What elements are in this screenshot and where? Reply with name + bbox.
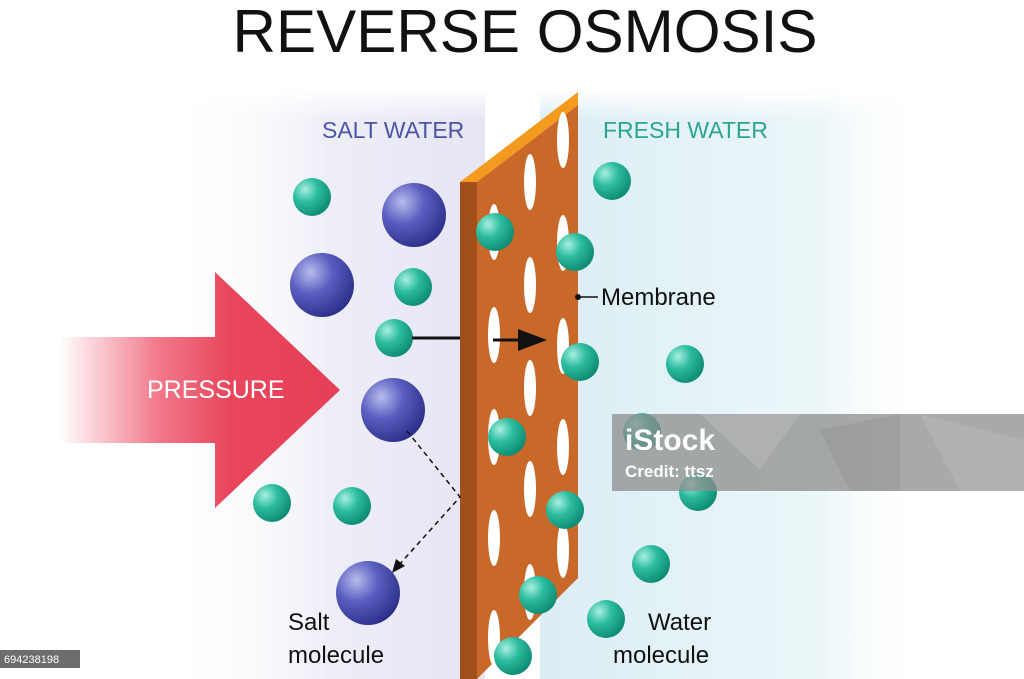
membrane-pore [557, 419, 569, 475]
watermark-banner [612, 414, 1024, 491]
image-id-tag [0, 650, 80, 668]
water-molecule [593, 162, 631, 200]
membrane-pointer [575, 294, 598, 300]
water-molecule [253, 484, 291, 522]
watermark-credit: Credit: ttsz [625, 462, 714, 481]
water-molecule [476, 213, 514, 251]
membrane-pore [524, 257, 536, 313]
water-molecule [394, 268, 432, 306]
water-molecule [375, 319, 413, 357]
salt-molecule [361, 378, 425, 442]
page-title: REVERSE OSMOSIS [233, 0, 818, 65]
membrane [460, 92, 578, 679]
water-molecule-label-line1: Water [648, 609, 711, 636]
membrane-label: Membrane [601, 284, 716, 311]
water-molecule [494, 637, 532, 675]
water-molecule [561, 343, 599, 381]
salt-molecule [290, 253, 354, 317]
water-molecule [556, 233, 594, 271]
pressure-arrow [60, 272, 340, 508]
image-id-text: 694238198 [4, 654, 59, 666]
membrane-pore [488, 307, 500, 363]
water-molecule [488, 418, 526, 456]
salt-water-label: SALT WATER [322, 117, 464, 143]
salt-molecule-label-line2: molecule [288, 642, 384, 669]
membrane-pore [557, 112, 569, 168]
membrane-pore [524, 360, 536, 416]
pressure-label: PRESSURE [147, 376, 285, 404]
salt-deflection-arrow [392, 430, 461, 573]
watermark-brand: iStock [625, 424, 715, 457]
water-pass-arrow [412, 329, 547, 351]
salt-molecule [336, 561, 400, 625]
water-molecule-label-line2: molecule [613, 642, 709, 669]
watermark: iStock Credit: ttsz [612, 414, 1024, 491]
membrane-top-edge [460, 92, 578, 182]
fresh-water-label: FRESH WATER [603, 117, 768, 143]
water-molecule [293, 178, 331, 216]
membrane-pore [524, 461, 536, 517]
salt-molecule [382, 183, 446, 247]
membrane-side [460, 182, 477, 679]
water-molecule [333, 487, 371, 525]
water-molecule [546, 491, 584, 529]
salt-molecule-label-line1: Salt [288, 609, 330, 636]
membrane-pore [524, 154, 536, 210]
water-molecule [666, 345, 704, 383]
background-top-fade [160, 90, 930, 120]
water-molecule [632, 545, 670, 583]
molecules [253, 162, 717, 675]
water-molecule [587, 600, 625, 638]
membrane-pore [557, 522, 569, 578]
membrane-pore [488, 510, 500, 566]
water-molecule [519, 576, 557, 614]
